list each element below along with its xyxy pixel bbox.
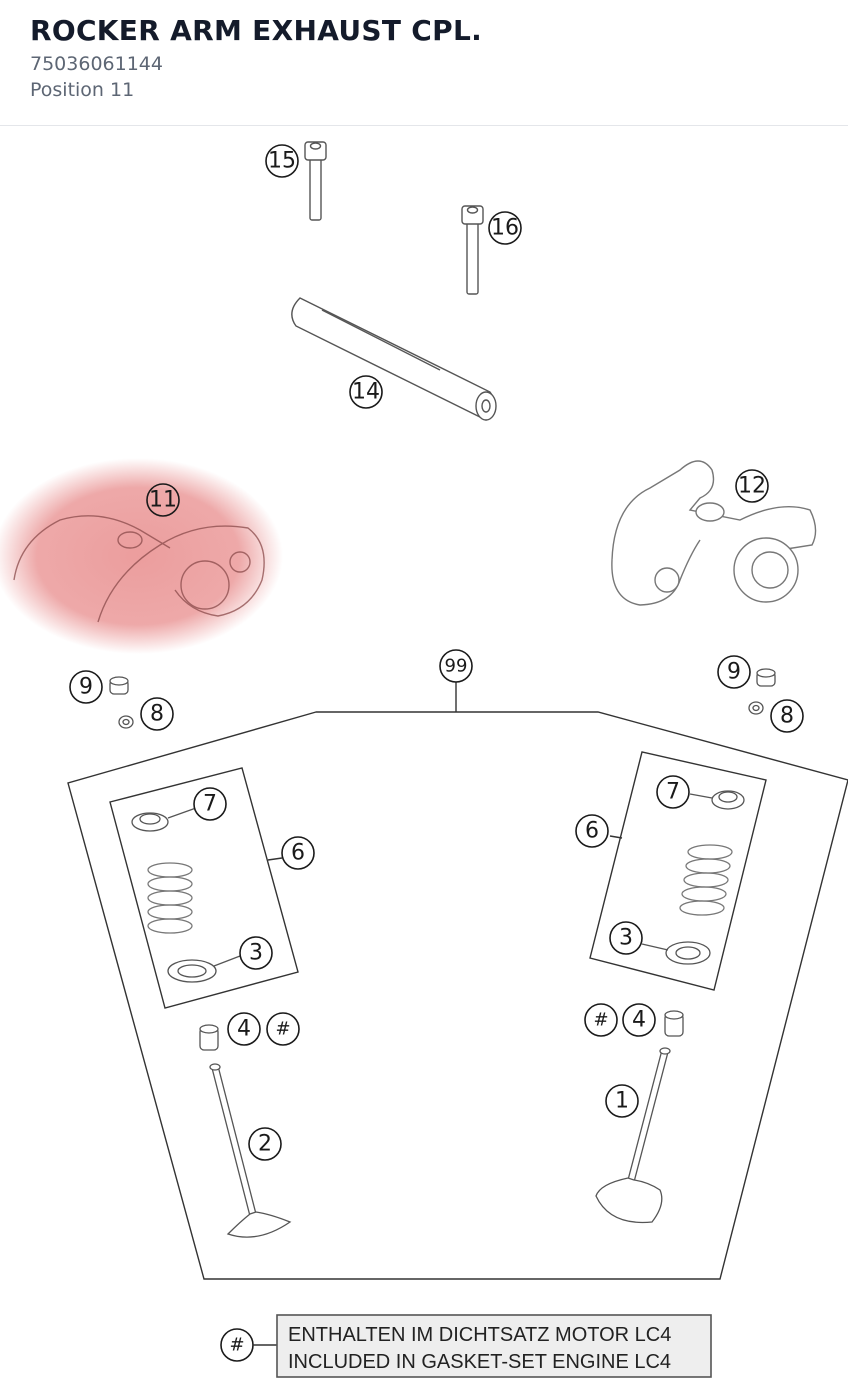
svg-text:6: 6	[585, 819, 599, 844]
callout-4-right[interactable]: 4	[622, 1003, 656, 1037]
note-line-german: ENTHALTEN IM DICHTSATZ MOTOR LC4	[288, 1324, 671, 1346]
part-number: 75036061144	[30, 53, 163, 75]
part-header: ROCKER ARM EXHAUST CPL. 75036061144 Posi…	[0, 0, 848, 126]
callout-15[interactable]: 15	[265, 144, 299, 178]
svg-text:3: 3	[249, 941, 263, 966]
callout-3-right[interactable]: 3	[609, 921, 643, 955]
svg-text:12: 12	[738, 474, 766, 499]
callout-8-left[interactable]: 8	[140, 697, 174, 731]
callout-1[interactable]: 1	[605, 1084, 639, 1118]
spring-retainer-7-right	[689, 790, 745, 810]
callout-11[interactable]: 11	[146, 483, 180, 517]
valve-spring-box-left	[109, 767, 299, 1009]
svg-text:7: 7	[666, 780, 680, 805]
svg-text:99: 99	[445, 656, 468, 677]
svg-text:9: 9	[79, 675, 93, 700]
svg-text:2: 2	[258, 1132, 272, 1157]
rocker-arm-11-highlight	[0, 458, 283, 654]
svg-text:1: 1	[615, 1089, 629, 1114]
note-line-english: INCLUDED IN GASKET-SET ENGINE LC4	[288, 1351, 671, 1373]
callout-14[interactable]: 14	[349, 375, 383, 409]
svg-text:3: 3	[619, 926, 633, 951]
rocker-shaft-14	[291, 297, 497, 421]
valve-stem-seal-4-right	[664, 1010, 684, 1037]
callout-2[interactable]: 2	[248, 1127, 282, 1161]
callout-7-right[interactable]: 7	[656, 775, 690, 809]
svg-text:9: 9	[727, 660, 741, 685]
callout-hash-left[interactable]: #	[266, 1012, 300, 1046]
svg-text:#: #	[593, 1010, 608, 1031]
callout-16[interactable]: 16	[488, 211, 522, 245]
callout-12[interactable]: 12	[735, 469, 769, 503]
bolt-15	[304, 141, 327, 221]
intake-valve-1	[595, 1047, 671, 1224]
rocker-arm-11	[13, 515, 265, 623]
svg-text:14: 14	[352, 380, 380, 405]
callout-8-right[interactable]: 8	[770, 699, 804, 733]
callout-3-left[interactable]: 3	[239, 936, 273, 970]
valve-spring-left	[147, 862, 193, 934]
svg-text:#: #	[275, 1019, 290, 1040]
svg-text:11: 11	[149, 488, 177, 513]
svg-text:16: 16	[491, 216, 519, 241]
collet-8-right	[748, 701, 764, 715]
valve-group-outline-99	[67, 682, 848, 1280]
svg-text:8: 8	[780, 704, 794, 729]
bolt-16	[461, 205, 484, 295]
spring-seat-3-left	[167, 955, 241, 983]
valve-cap-9-right	[756, 668, 776, 687]
valve-cap-9-left	[109, 676, 129, 695]
callout-99[interactable]: 99	[439, 649, 473, 683]
exhaust-valve-2	[209, 1063, 292, 1238]
svg-text:4: 4	[632, 1008, 646, 1033]
callout-7-left[interactable]: 7	[193, 787, 227, 821]
callout-4-left[interactable]: 4	[227, 1012, 261, 1046]
spring-seat-3-right	[641, 941, 711, 965]
collet-8-left	[118, 715, 134, 729]
valve-stem-seal-4-left	[199, 1024, 219, 1051]
rocker-arm-12	[611, 460, 817, 606]
gasket-set-note: # ENTHALTEN IM DICHTSATZ MOTOR LC4 INCLU…	[220, 1314, 712, 1378]
callout-hash-note: #	[220, 1328, 254, 1362]
svg-text:8: 8	[150, 702, 164, 727]
svg-text:15: 15	[268, 149, 296, 174]
callout-6-right[interactable]: 6	[575, 814, 609, 848]
valve-spring-box-right	[589, 751, 767, 991]
callout-6-left[interactable]: 6	[281, 836, 315, 870]
svg-text:6: 6	[291, 841, 305, 866]
exploded-parts-diagram: 15 16 14 11 12 99 9 8 9 8 7 6	[0, 127, 848, 1390]
svg-text:4: 4	[237, 1017, 251, 1042]
valve-spring-right	[679, 844, 733, 916]
part-position: Position 11	[30, 79, 135, 101]
callout-9-left[interactable]: 9	[69, 670, 103, 704]
callout-hash-right[interactable]: #	[584, 1003, 618, 1037]
svg-text:#: #	[229, 1335, 244, 1356]
svg-text:7: 7	[203, 792, 217, 817]
part-title: ROCKER ARM EXHAUST CPL.	[30, 14, 483, 47]
callout-9-right[interactable]: 9	[717, 655, 751, 689]
spring-retainer-7-left	[131, 807, 197, 832]
